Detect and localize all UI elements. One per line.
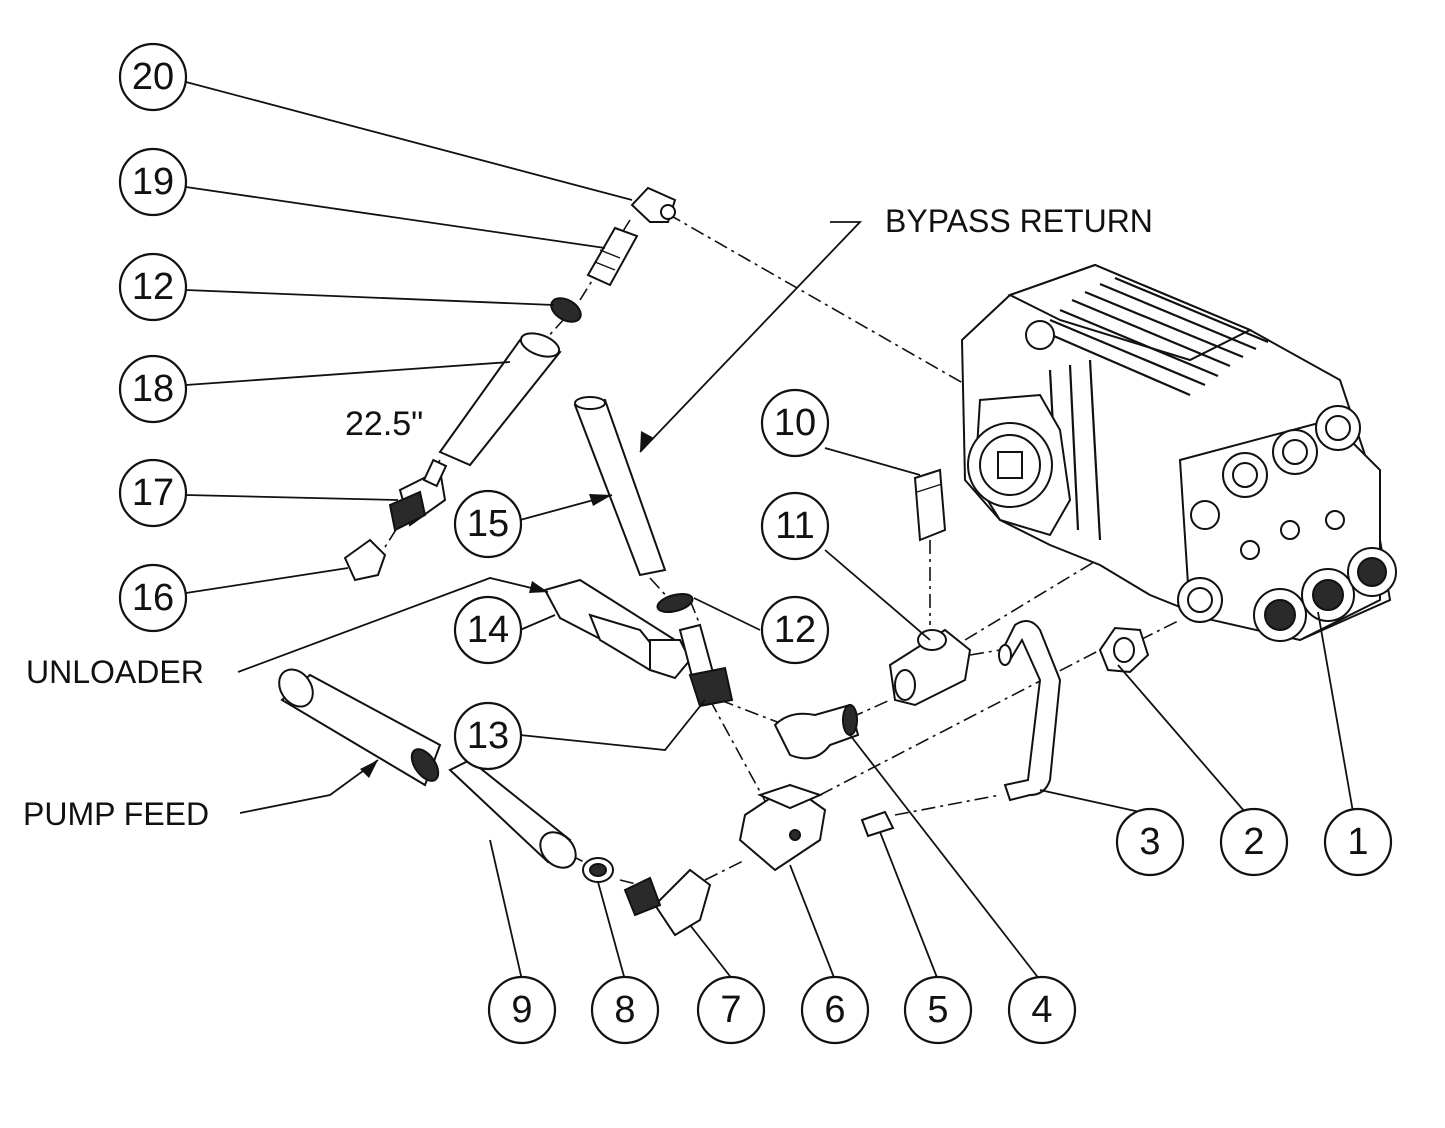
callout-8-number: 8 — [614, 989, 635, 1031]
callout-7: 7 — [696, 975, 766, 1045]
part-12-clamp-lower — [656, 592, 694, 614]
callout-2: 2 — [1219, 807, 1289, 877]
callout-17: 17 — [118, 458, 188, 528]
part-6-tee-block — [738, 783, 827, 872]
callout-10: 10 — [760, 388, 830, 458]
callout-16: 16 — [118, 563, 188, 633]
callout-13: 13 — [453, 701, 523, 771]
part-4-elbow — [773, 703, 860, 760]
callout-12-upper: 12 — [118, 252, 188, 322]
callout-14: 14 — [453, 595, 523, 665]
leader-arrowheads — [360, 431, 654, 778]
unloader-label: UNLOADER — [26, 654, 204, 690]
pump-cooling-fins — [1039, 276, 1269, 541]
pump-feed-label: PUMP FEED — [23, 796, 209, 832]
part-17-quick-coupler — [388, 458, 448, 532]
callout-8: 8 — [590, 975, 660, 1045]
pump-assembly — [960, 263, 1397, 642]
part-13-hose-barb-fitting — [678, 623, 734, 708]
callout-9-number: 9 — [511, 989, 532, 1031]
callout-5-number: 5 — [927, 989, 948, 1031]
callout-11-number: 11 — [775, 505, 814, 547]
callout-20: 20 — [118, 42, 188, 112]
part-15-bypass-return-hose — [573, 396, 667, 577]
part-18-bypass-hose — [438, 332, 562, 467]
pump-top-plugs — [1222, 405, 1361, 498]
part-19-hose-barb — [586, 226, 639, 287]
part-20-elbow-fitting — [630, 186, 677, 223]
callout-20-number: 20 — [132, 56, 174, 98]
leader-lines — [185, 81, 1354, 981]
callout-1-number: 1 — [1347, 821, 1368, 863]
part-5-nipple — [860, 810, 895, 838]
part-12-clamp-upper — [550, 297, 582, 323]
callout-2-number: 2 — [1243, 821, 1264, 863]
callout-12-upper-number: 12 — [132, 266, 174, 308]
callout-12-lower-number: 12 — [774, 609, 816, 651]
callout-6: 6 — [800, 975, 870, 1045]
callout-10-number: 10 — [774, 402, 816, 444]
bypass-return-label: BYPASS RETURN — [885, 203, 1153, 239]
part-11-tee-fitting — [888, 628, 972, 707]
callout-1: 1 — [1323, 807, 1393, 877]
callout-13-number: 13 — [467, 715, 509, 757]
callout-14-number: 14 — [467, 609, 509, 651]
part-2-nut — [1098, 626, 1150, 674]
callout-17-number: 17 — [132, 472, 174, 514]
part-8-hose-clamp — [582, 857, 614, 883]
callout-15: 15 — [453, 489, 523, 559]
part-14-unloader-hose — [543, 578, 692, 680]
callout-4-number: 4 — [1031, 989, 1052, 1031]
part-3-bent-tube — [998, 620, 1062, 802]
callout-4: 4 — [1007, 975, 1077, 1045]
part-16-cap-nut — [343, 538, 387, 582]
callout-7-number: 7 — [720, 989, 741, 1031]
pump-feed-hose — [278, 668, 442, 787]
callout-18: 18 — [118, 354, 188, 424]
callout-12-lower: 12 — [760, 595, 830, 665]
callout-11: 11 — [760, 491, 830, 561]
callout-15-number: 15 — [467, 503, 509, 545]
callout-9: 9 — [487, 975, 557, 1045]
part-7-elbow-fitting — [623, 868, 712, 937]
callout-3-number: 3 — [1139, 821, 1160, 863]
hose-length-label: 22.5" — [345, 405, 423, 443]
callout-18-number: 18 — [132, 368, 174, 410]
part-10-hex-plug — [913, 468, 947, 542]
callout-3: 3 — [1115, 807, 1185, 877]
callout-6-number: 6 — [824, 989, 845, 1031]
callout-19-number: 19 — [132, 161, 174, 203]
annotation-labels: BYPASS RETURN UNLOADER PUMP FEED 22.5" — [23, 203, 1153, 832]
pump-front-plugs — [1253, 547, 1397, 642]
callout-16-number: 16 — [132, 577, 174, 619]
callout-5: 5 — [903, 975, 973, 1045]
callout-19: 19 — [118, 147, 188, 217]
part-9-feed-hose — [448, 758, 577, 869]
